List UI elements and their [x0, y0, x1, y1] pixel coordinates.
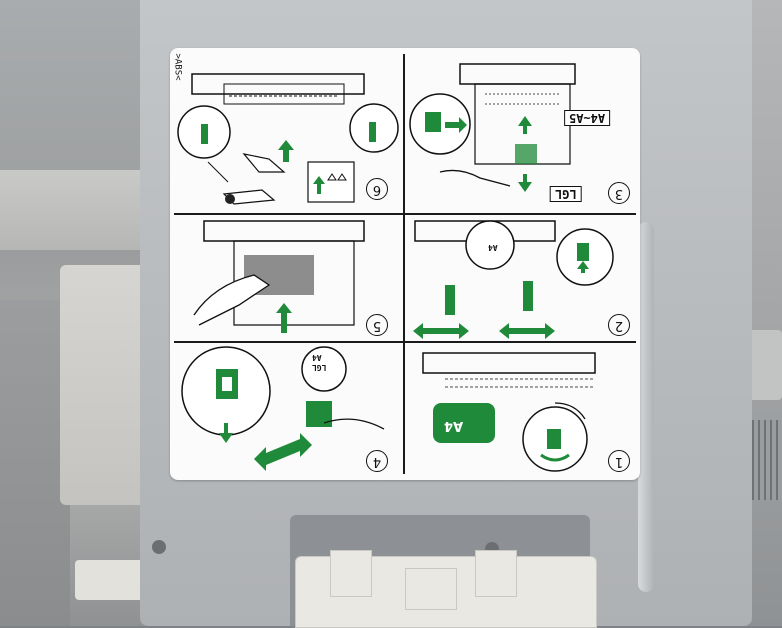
lever-green-icon	[201, 124, 208, 144]
guide-size-a4: A4	[312, 353, 322, 362]
guide-size-lgl: LGL	[312, 363, 327, 372]
clip-tooth	[475, 550, 517, 597]
step-6-illustration	[177, 73, 399, 205]
tray-edge	[0, 170, 150, 250]
step-2-number: 2	[608, 314, 630, 336]
hand-icon	[323, 418, 385, 430]
clip-tooth	[330, 550, 372, 597]
arrow-up-icon	[313, 176, 325, 194]
step-4-panel	[174, 343, 403, 474]
size-dial-text: A4	[444, 418, 464, 433]
step-1-panel	[405, 343, 636, 474]
arrow-down-icon	[518, 174, 532, 192]
tray-rail	[0, 300, 70, 626]
arrow-down-icon	[219, 423, 233, 443]
size-tag-lgl: LGL	[550, 186, 582, 202]
step-5-illustration	[193, 220, 365, 333]
background-left-machine	[0, 0, 150, 626]
panel-rail	[638, 222, 654, 592]
label-divider-horizontal	[174, 341, 636, 343]
guide-green-icon	[306, 401, 332, 427]
instruction-label: >ABS< 6	[170, 48, 640, 480]
lever-green-icon	[425, 112, 441, 132]
step-6-panel	[174, 54, 403, 213]
zoom-size-a4: A4	[488, 243, 498, 252]
double-arrow-icon	[499, 323, 555, 339]
clip-tooth	[405, 568, 457, 610]
step-2-illustration	[413, 220, 614, 339]
step-6-number: 6	[366, 178, 388, 200]
arrow-right-icon	[445, 117, 467, 133]
lever-green-icon	[577, 243, 589, 261]
arrow-up-icon	[276, 303, 292, 333]
label-divider-horizontal	[174, 213, 636, 215]
step-3-panel	[405, 54, 636, 213]
lever-green-icon	[369, 122, 376, 142]
hand-icon	[193, 274, 271, 326]
step-4-illustration	[181, 346, 385, 471]
step-5-panel	[174, 215, 403, 341]
hand-icon	[439, 169, 511, 187]
arrow-up-icon	[518, 116, 532, 134]
plastic-clips	[295, 550, 597, 628]
step-1-illustration	[422, 352, 596, 472]
rotate-arrow-icon	[540, 453, 570, 462]
label-divider-vertical	[403, 54, 405, 474]
tray-tab	[75, 560, 145, 600]
size-tag-a4-a5: A4~A5	[564, 110, 611, 126]
step-4-number: 4	[366, 450, 388, 472]
step-3-illustration	[409, 63, 576, 192]
step-5-number: 5	[366, 314, 388, 336]
double-arrow-icon	[254, 433, 312, 471]
arrow-up-icon	[278, 140, 294, 162]
double-arrow-icon	[413, 323, 469, 339]
tray-side-cover	[60, 265, 150, 505]
arrow-down-icon	[577, 261, 589, 273]
step-3-number: 3	[608, 182, 630, 204]
step-2-panel	[405, 215, 636, 341]
step-1-number: 1	[608, 450, 630, 472]
hand-icon	[554, 402, 586, 420]
screw-hole	[152, 540, 166, 554]
size-dial-badge	[433, 403, 495, 443]
